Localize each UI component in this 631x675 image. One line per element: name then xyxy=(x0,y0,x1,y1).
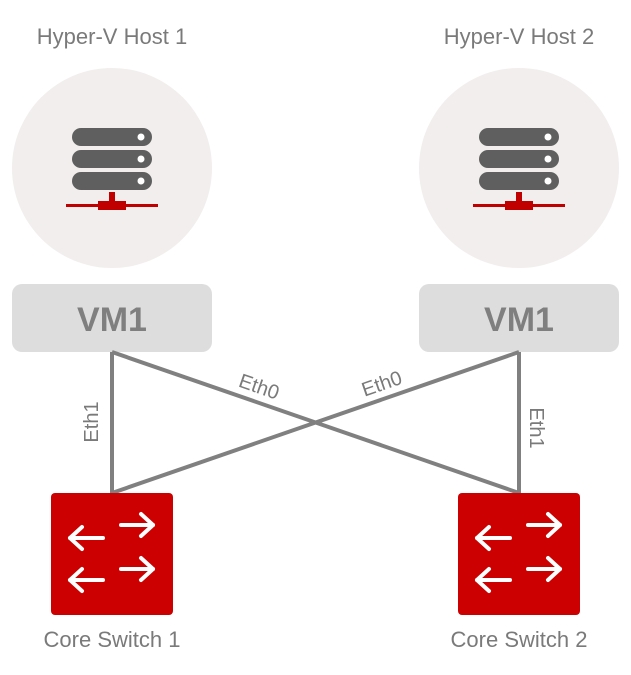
core-switch-1 xyxy=(51,493,173,615)
vm-label: VM1 xyxy=(77,301,147,339)
switch-1-title: Core Switch 1 xyxy=(44,627,181,652)
links xyxy=(110,350,521,495)
switch-arrows-icon xyxy=(475,512,562,593)
vm-box-host-1: VM1 xyxy=(12,284,212,352)
link-label-left-eth1: Eth1 xyxy=(81,401,103,442)
switch-2-title: Core Switch 2 xyxy=(451,627,588,652)
link-label-right-eth0: Eth0 xyxy=(359,367,405,401)
vm-label: VM1 xyxy=(484,301,554,339)
server-icon xyxy=(66,128,158,210)
vm-box-host-2: VM1 xyxy=(419,284,619,352)
host-1-title: Hyper-V Host 1 xyxy=(37,24,187,49)
host-2 xyxy=(419,68,619,268)
host-2-title: Hyper-V Host 2 xyxy=(444,24,594,49)
host-1 xyxy=(12,68,212,268)
switch-arrows-icon xyxy=(68,512,155,593)
link-vm1-switch1-eth0 xyxy=(111,350,520,495)
core-switch-2 xyxy=(458,493,580,615)
link-label-right-eth1: Eth1 xyxy=(525,407,547,448)
server-icon xyxy=(473,128,565,210)
